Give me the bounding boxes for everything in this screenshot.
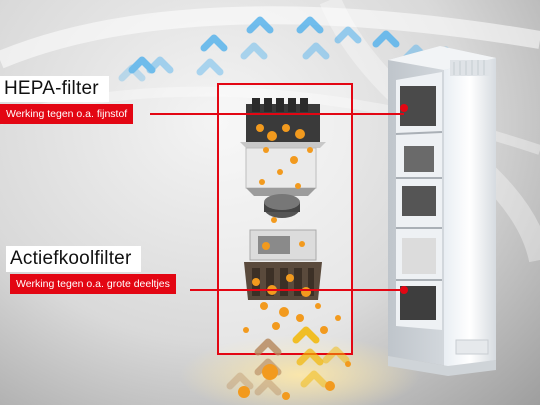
fan-module bbox=[264, 194, 300, 218]
hepa-pointer-dot bbox=[400, 104, 408, 112]
airflow-arrow-icon bbox=[292, 326, 320, 344]
airflow-arrow-icon bbox=[334, 26, 362, 44]
carbon-connector-line bbox=[190, 289, 404, 291]
airflow-arrow-icon bbox=[300, 370, 328, 388]
airflow-arrow-icon bbox=[254, 378, 282, 396]
airflow-arrow-icon bbox=[226, 372, 254, 390]
airflow-arrow-icon bbox=[118, 64, 146, 82]
airflow-arrow-icon bbox=[254, 338, 282, 356]
carbon-description: Werking tegen o.a. grote deeltjes bbox=[10, 274, 176, 294]
carbon-title: Actiefkoolfilter bbox=[6, 246, 142, 272]
hepa-title: HEPA-filter bbox=[0, 76, 109, 102]
airflow-arrow-icon bbox=[240, 42, 268, 60]
airflow-arrow-icon bbox=[146, 56, 174, 74]
airflow-arrow-icon bbox=[296, 348, 324, 366]
airflow-arrow-icon bbox=[296, 16, 324, 34]
particle-dot-icon bbox=[256, 124, 264, 132]
airflow-arrow-icon bbox=[372, 30, 400, 48]
carbon-pointer-dot bbox=[400, 286, 408, 294]
purifier-cabinet bbox=[388, 46, 496, 376]
airflow-arrow-icon bbox=[302, 42, 330, 60]
airflow-arrow-icon bbox=[246, 16, 274, 34]
hepa-filter-module bbox=[240, 98, 326, 196]
airflow-arrow-icon bbox=[196, 58, 224, 76]
airflow-arrow-icon bbox=[200, 34, 228, 52]
airflow-arrow-icon bbox=[322, 346, 350, 364]
particle-cloud bbox=[238, 124, 351, 400]
hepa-description: Werking tegen o.a. fijnstof bbox=[0, 104, 134, 124]
hepa-connector-line bbox=[150, 113, 404, 115]
